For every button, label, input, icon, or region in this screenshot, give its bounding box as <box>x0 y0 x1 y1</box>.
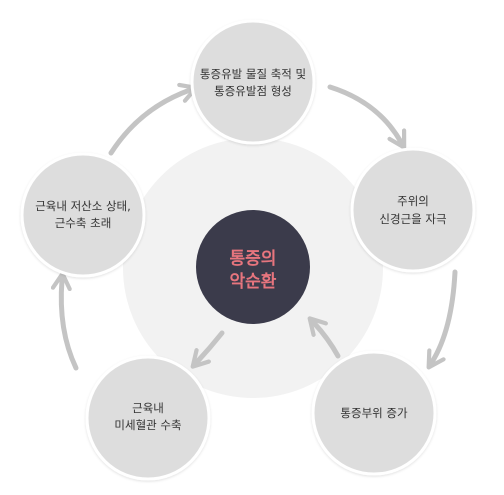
arrow-top-to-right <box>327 84 407 150</box>
arrow-left-to-top <box>108 82 199 156</box>
node-right-label-line1: 주위의 <box>397 194 429 208</box>
node-top <box>190 19 316 145</box>
center-label-line1: 통증의 <box>230 249 277 269</box>
arrow-right-to-bottom-right <box>426 269 458 370</box>
center-label-line2: 악순환 <box>230 272 277 292</box>
arrow-bottom-right-to-center <box>307 316 341 359</box>
center-node <box>196 210 310 324</box>
node-bottom-right-label: 통증부위 증가 <box>340 406 408 420</box>
node-left-label-line1: 근육내 저산소 상태, <box>35 199 131 213</box>
node-right <box>350 147 476 273</box>
node-left-label-line2: 근수축 초래 <box>55 216 112 230</box>
node-bottom-right <box>311 350 437 476</box>
node-left <box>20 152 146 278</box>
arrow-center-to-bottom-left <box>190 330 225 369</box>
node-right-label-line2: 신경근을 자극 <box>379 212 446 226</box>
node-top-label-line2: 통증유발점 형성 <box>214 84 292 98</box>
arrow-bottom-left-to-left <box>50 271 79 371</box>
node-bottom-left-label-line1: 근육내 <box>132 401 164 415</box>
node-top-label-line1: 통증유발 물질 축적 및 <box>200 67 306 81</box>
node-bottom-left-label-line2: 미세혈관 수축 <box>114 418 181 432</box>
node-bottom-left <box>85 355 211 481</box>
